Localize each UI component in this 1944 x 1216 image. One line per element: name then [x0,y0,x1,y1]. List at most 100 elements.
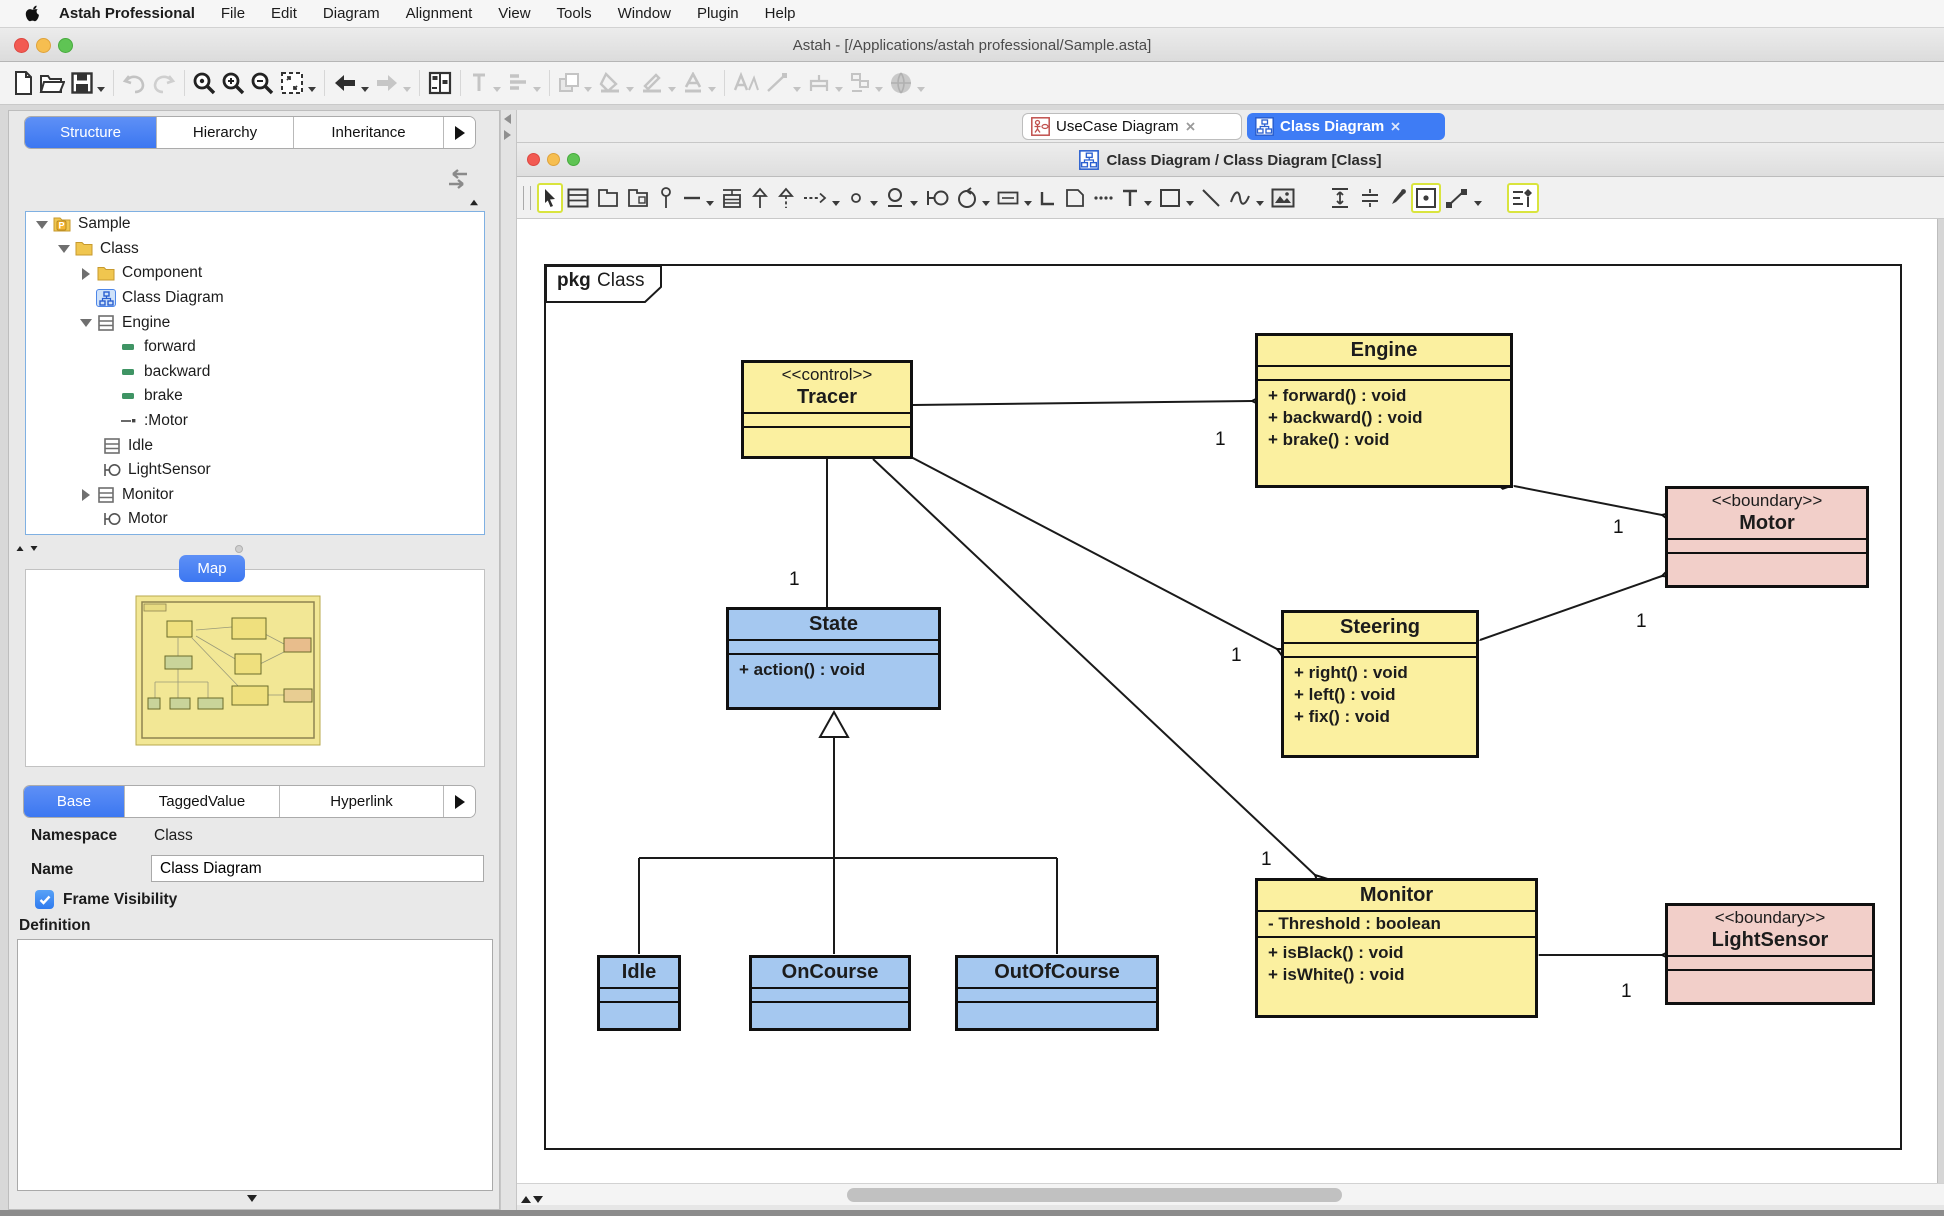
distribute-horizontal-tool[interactable] [1355,183,1385,213]
expand-icon[interactable] [80,489,91,500]
more-property-tabs-button[interactable] [444,786,475,817]
menu-app[interactable]: Astah Professional [46,0,208,28]
template-class-tool[interactable] [717,183,747,213]
line-color-tool[interactable] [637,67,667,99]
collapse-right-icon[interactable] [504,130,511,140]
text-tool[interactable] [1117,183,1143,213]
forward-button[interactable] [372,67,402,99]
expand-map-icon[interactable] [31,546,38,551]
tree-item-lightsensor[interactable]: LightSensor [26,458,484,483]
line-tool[interactable] [1197,183,1225,213]
undo-button[interactable] [119,67,149,99]
new-file-button[interactable] [10,67,36,99]
line-shape-dropdown[interactable] [835,87,843,92]
save-button[interactable] [68,67,96,99]
panel-splitter[interactable] [500,110,517,1210]
zoom-tool-button[interactable] [190,67,219,99]
tab-class-diagram[interactable]: Class Diagram [1247,113,1445,140]
interface-dropdown[interactable] [910,201,918,206]
tree-item-class-folder[interactable]: Class [26,237,484,262]
pin-tool[interactable] [653,183,679,213]
menu-window[interactable]: Window [605,0,684,28]
close-tab-icon[interactable] [1185,121,1196,132]
realization-tool[interactable] [773,183,799,213]
menu-alignment[interactable]: Alignment [393,0,486,28]
show-map-panel-button[interactable] [425,67,455,99]
name-input[interactable] [151,855,484,882]
class-tracer[interactable]: <<control>>Tracer [741,360,913,459]
zoom-out-button[interactable] [248,67,277,99]
tree-item-idle[interactable]: Idle [26,433,484,458]
auto-layout-tool[interactable] [1507,183,1539,213]
back-button[interactable] [330,67,360,99]
close-tab-icon[interactable] [1390,121,1401,132]
instance-dropdown[interactable] [870,201,878,206]
menu-tools[interactable]: Tools [544,0,605,28]
detail-level-dropdown[interactable] [875,87,883,92]
package-tool[interactable] [593,183,623,213]
control-tool[interactable] [953,183,981,213]
class-tool[interactable] [563,183,593,213]
alignment-tool[interactable] [504,67,532,99]
tab-hierarchy[interactable]: Hierarchy [157,117,294,148]
redo-button[interactable] [149,67,179,99]
rect-tool[interactable] [1155,183,1185,213]
sync-with-diagram-icon[interactable] [445,169,471,193]
forward-dropdown[interactable] [403,87,411,92]
toolbar-grip[interactable] [523,186,531,210]
class-steering[interactable]: Steering + right() : void + left() : voi… [1281,610,1479,758]
text-dropdown[interactable] [1144,201,1152,206]
interface-tool[interactable] [881,183,909,213]
image-tool[interactable] [1267,183,1299,213]
diagram-canvas[interactable]: pkg Class <<control>>Tracer Engine + for… [517,219,1937,1183]
depth-order-tool[interactable] [555,67,583,99]
tab-hyperlink[interactable]: Hyperlink [280,786,444,817]
laser-pointer-tool[interactable] [1385,183,1411,213]
font-color-tool[interactable] [679,67,707,99]
collapse-icon[interactable] [80,317,91,328]
zoom-dropdown[interactable] [308,87,316,92]
selection-tool[interactable] [537,183,563,213]
class-oncourse[interactable]: OnCourse [749,955,911,1031]
line-style-dropdown[interactable] [793,87,801,92]
fill-color-dropdown[interactable] [626,87,634,92]
save-dropdown[interactable] [97,87,105,92]
depth-order-dropdown[interactable] [584,87,592,92]
canvas-collapse-arrows[interactable] [521,1196,543,1203]
curve-tool[interactable] [1225,183,1255,213]
menu-file[interactable]: File [208,0,258,28]
menu-view[interactable]: View [485,0,543,28]
frame-visibility-checkbox[interactable] [35,890,54,909]
dependency-dropdown[interactable] [832,201,840,206]
connector-style-dropdown[interactable] [1474,201,1482,206]
tree-item-motor[interactable]: Motor [26,507,484,532]
zoom-in-button[interactable] [219,67,248,99]
collapse-icon[interactable] [58,243,69,254]
back-dropdown[interactable] [361,87,369,92]
class-monitor[interactable]: Monitor - Threshold : boolean + isBlack(… [1255,878,1538,1018]
tree-item-component[interactable]: Component [26,261,484,286]
tab-inheritance[interactable]: Inheritance [294,117,444,148]
line-color-dropdown[interactable] [668,87,676,92]
connector-style-tool[interactable] [1441,183,1473,213]
stereotype-view-dropdown[interactable] [917,87,925,92]
font-style-tool[interactable] [730,67,762,99]
dependency-tool[interactable] [799,183,831,213]
tree-item-motor-assoc[interactable]: :Motor [26,409,484,434]
zoom-fit-button[interactable] [277,67,307,99]
distribute-vertical-tool[interactable] [1325,183,1355,213]
association-dropdown[interactable] [706,201,714,206]
generalization-tool[interactable] [747,183,773,213]
tree-item-sample[interactable]: P Sample [26,212,484,237]
curve-dropdown[interactable] [1256,201,1264,206]
align-text-tool[interactable] [466,67,492,99]
detail-level-tool[interactable] [846,67,874,99]
tree-item-engine[interactable]: Engine [26,310,484,335]
boundary-tool[interactable] [921,183,953,213]
subsystem-tool[interactable] [623,183,653,213]
definition-textarea[interactable] [17,939,493,1191]
class-motor[interactable]: <<boundary>>Motor [1665,486,1869,588]
class-state[interactable]: State + action() : void [726,607,941,710]
menu-plugin[interactable]: Plugin [684,0,752,28]
collapse-icon[interactable] [36,219,47,230]
